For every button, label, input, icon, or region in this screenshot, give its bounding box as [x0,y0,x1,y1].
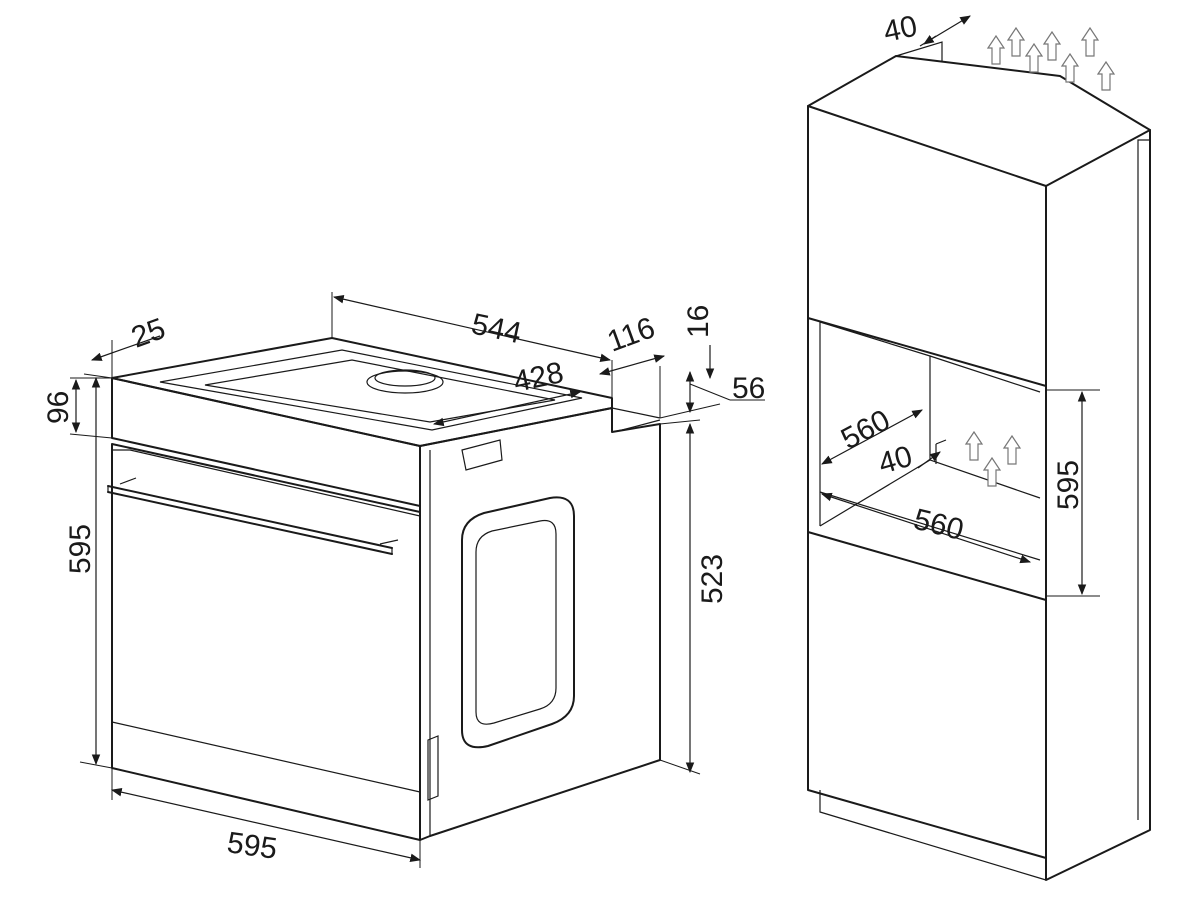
dim-niche-vent: 40 [875,440,916,481]
cabinet-dimension-lines [820,15,1100,597]
oven-side [419,407,661,841]
dim-rear-step: 116 [603,311,659,358]
cabinet-dimension-labels: 40 560 40 560 595 [836,10,1085,547]
fan-cover [366,370,444,394]
cabinet-top [807,55,1151,187]
dim-panel-height: 96 [42,391,75,424]
mounting-bracket [461,439,503,471]
dim-niche-height: 595 [1052,460,1085,510]
airflow-up-icon [1006,26,1026,57]
oven-dimension-labels: 544 428 25 116 16 56 96 595 523 595 [42,305,765,866]
airflow-up-icon [1060,52,1080,83]
oven-drawing [107,337,661,841]
dim-niche-depth: 560 [910,503,967,547]
airflow-up-icon [986,34,1006,65]
dim-inner-depth: 428 [511,356,567,399]
lower-door [807,531,1047,859]
dim-front-height: 595 [64,524,97,574]
dim-top-offset: 16 [682,305,715,338]
dim-rear-height: 56 [732,372,765,405]
dim-front-width: 595 [225,826,279,866]
airflow-up-icon [982,456,1002,487]
door-handle [107,485,393,549]
airflow-up-icon [1080,26,1100,57]
airflow-arrows [964,26,1116,487]
dim-top-vent: 40 [881,10,921,49]
airflow-up-icon [964,430,984,461]
oven-niche [807,317,1047,601]
cabinet-drawing [807,41,1151,881]
side-window [461,496,575,749]
dim-overall-depth: 544 [469,308,525,351]
control-panel [111,377,421,507]
dim-body-height: 523 [696,554,729,604]
upper-door [807,105,1047,387]
airflow-up-icon [1042,30,1062,61]
airflow-up-icon [1096,60,1116,91]
airflow-up-icon [1002,434,1022,465]
connector-box [427,735,439,801]
oven-dimension-lines [69,292,765,868]
airflow-up-icon [1024,42,1044,73]
dim-top-depth: 25 [127,312,170,354]
